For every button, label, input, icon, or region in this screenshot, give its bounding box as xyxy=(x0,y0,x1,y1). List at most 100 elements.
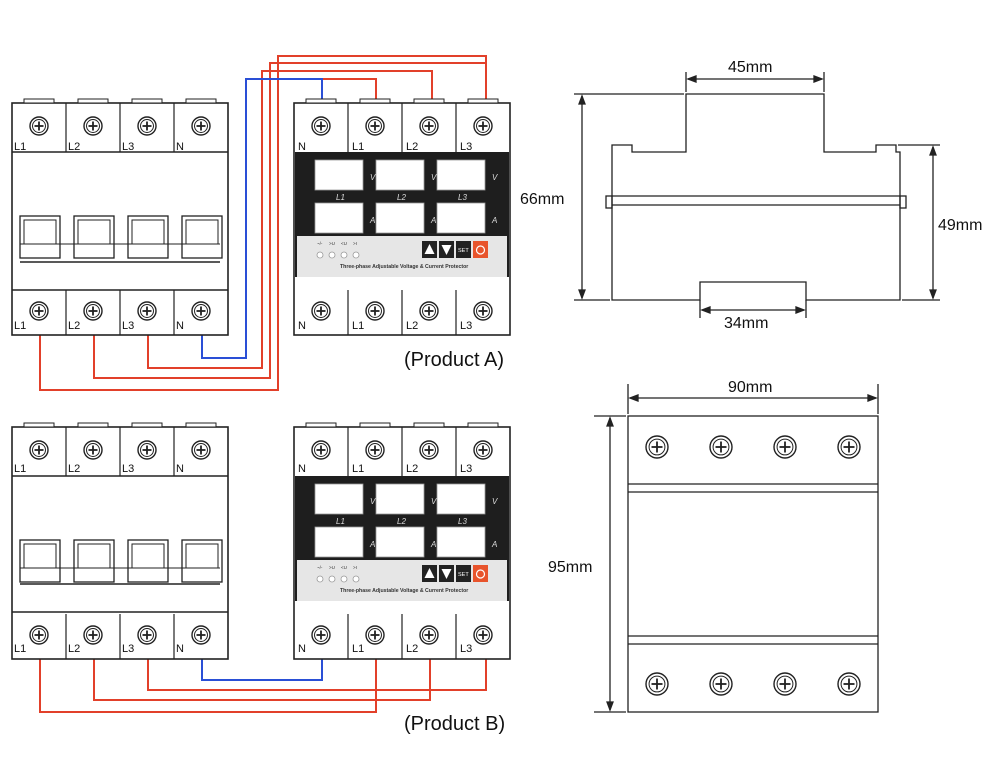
protector-b-bot-l1: L1 xyxy=(352,643,364,655)
protector-b-bot-n: N xyxy=(298,643,306,655)
screw-terminal-icon xyxy=(645,672,669,696)
wire-b-l2-phase xyxy=(93,642,431,701)
terminal-tab xyxy=(305,98,337,104)
breaker-b-top-n: N xyxy=(176,463,184,475)
set-button-label: SET xyxy=(458,572,469,578)
breaker-a-top-n: N xyxy=(176,141,184,153)
screw-terminal-icon xyxy=(29,625,49,645)
screw-terminal-icon xyxy=(773,435,797,459)
breaker-lever xyxy=(19,539,61,583)
protector-display xyxy=(314,159,364,191)
protector-caption: Three-phase Adjustable Voltage & Current… xyxy=(340,264,468,270)
protector-indicator-label: ~/- xyxy=(317,241,323,246)
protector-unit-label: V xyxy=(492,497,498,506)
terminal-tab xyxy=(185,422,217,428)
indicator-led-icon xyxy=(352,251,360,259)
protector-unit-label: V xyxy=(431,173,437,182)
breaker-b-bot-n: N xyxy=(176,643,184,655)
power-button[interactable] xyxy=(473,241,488,258)
side-view-clip xyxy=(899,195,907,209)
breaker-lever xyxy=(181,539,223,583)
breaker-lever xyxy=(19,215,61,259)
side-view-drawing xyxy=(574,72,940,318)
dim-label-90mm: 90mm xyxy=(728,379,772,396)
screw-terminal-icon xyxy=(473,440,493,460)
power-icon xyxy=(475,245,486,255)
terminal-tab xyxy=(467,422,499,428)
protector-unit-label: V xyxy=(370,173,376,182)
protector-b-top-screws xyxy=(311,440,493,460)
protector-display xyxy=(314,483,364,515)
protector-unit-label: V xyxy=(431,497,437,506)
screw-terminal-icon xyxy=(837,672,861,696)
protector-phase-label: L1 xyxy=(336,193,345,202)
screw-terminal-icon xyxy=(191,440,211,460)
side-view-outline xyxy=(611,93,901,301)
screw-terminal-icon xyxy=(419,440,439,460)
screw-terminal-icon xyxy=(191,301,211,321)
protector-caption: Three-phase Adjustable Voltage & Current… xyxy=(340,588,468,594)
protector-display xyxy=(375,526,425,558)
screw-terminal-icon xyxy=(83,440,103,460)
breaker-b: L1 L2 L3 N L1 L2 L3 N xyxy=(11,422,229,660)
breaker-a-top-screws xyxy=(29,116,211,136)
front-view-outline xyxy=(627,415,879,713)
breaker-a: L1 L2 L3 N L1 L2 L3 N xyxy=(11,98,229,336)
protector-b-top-l2: L2 xyxy=(406,463,418,475)
protector-display xyxy=(375,483,425,515)
protector-phase-label: L2 xyxy=(397,517,406,526)
protector-display xyxy=(436,159,486,191)
terminal-tab xyxy=(359,98,391,104)
dim-arrow xyxy=(578,94,586,300)
protector-display xyxy=(436,483,486,515)
screw-terminal-icon xyxy=(365,440,385,460)
protector-display xyxy=(314,202,364,234)
protector-unit-label: A xyxy=(369,540,375,549)
product-a-wiring xyxy=(39,55,487,391)
breaker-a-bot-l1: L1 xyxy=(14,320,26,332)
indicator-led-icon xyxy=(328,575,336,583)
screw-terminal-icon xyxy=(709,672,733,696)
protector-unit-label: A xyxy=(430,216,436,225)
protector-unit-label: A xyxy=(369,216,375,225)
screw-terminal-icon xyxy=(419,301,439,321)
terminal-tab xyxy=(413,98,445,104)
breaker-a-top-l2: L2 xyxy=(68,141,80,153)
power-button[interactable] xyxy=(473,565,488,582)
protector-a-bottom-screws xyxy=(311,301,493,321)
protector-a-bot-n: N xyxy=(298,320,306,332)
breaker-lever xyxy=(127,539,169,583)
screw-terminal-icon xyxy=(773,672,797,696)
breaker-a-levers xyxy=(19,215,223,259)
terminal-tab xyxy=(23,98,55,104)
protector-a-top-n: N xyxy=(298,141,306,153)
wire-a-l3-phase xyxy=(147,70,433,369)
terminal-tab xyxy=(467,98,499,104)
wire-a-neutral xyxy=(201,78,323,359)
protector-indicator-label: <U xyxy=(341,565,347,570)
protector-a-top-l1: L1 xyxy=(352,141,364,153)
screw-terminal-icon xyxy=(29,116,49,136)
breaker-lever xyxy=(73,539,115,583)
screw-terminal-icon xyxy=(419,116,439,136)
protector-unit-label: A xyxy=(491,540,497,549)
product-b-label: (Product B) xyxy=(404,713,505,735)
screw-terminal-icon xyxy=(83,116,103,136)
terminal-tab xyxy=(77,422,109,428)
side-view-clip xyxy=(605,195,613,209)
protector-indicator-label: <U xyxy=(341,241,347,246)
screw-terminal-icon xyxy=(365,301,385,321)
wire-b-l3-phase xyxy=(147,642,487,691)
protector-phase-label: L3 xyxy=(458,517,467,526)
set-button[interactable] xyxy=(456,241,471,258)
breaker-a-bottom-screws xyxy=(29,301,211,321)
set-button[interactable] xyxy=(456,565,471,582)
screw-terminal-icon xyxy=(137,301,157,321)
protector-display xyxy=(375,202,425,234)
dim-arrow xyxy=(606,416,614,712)
